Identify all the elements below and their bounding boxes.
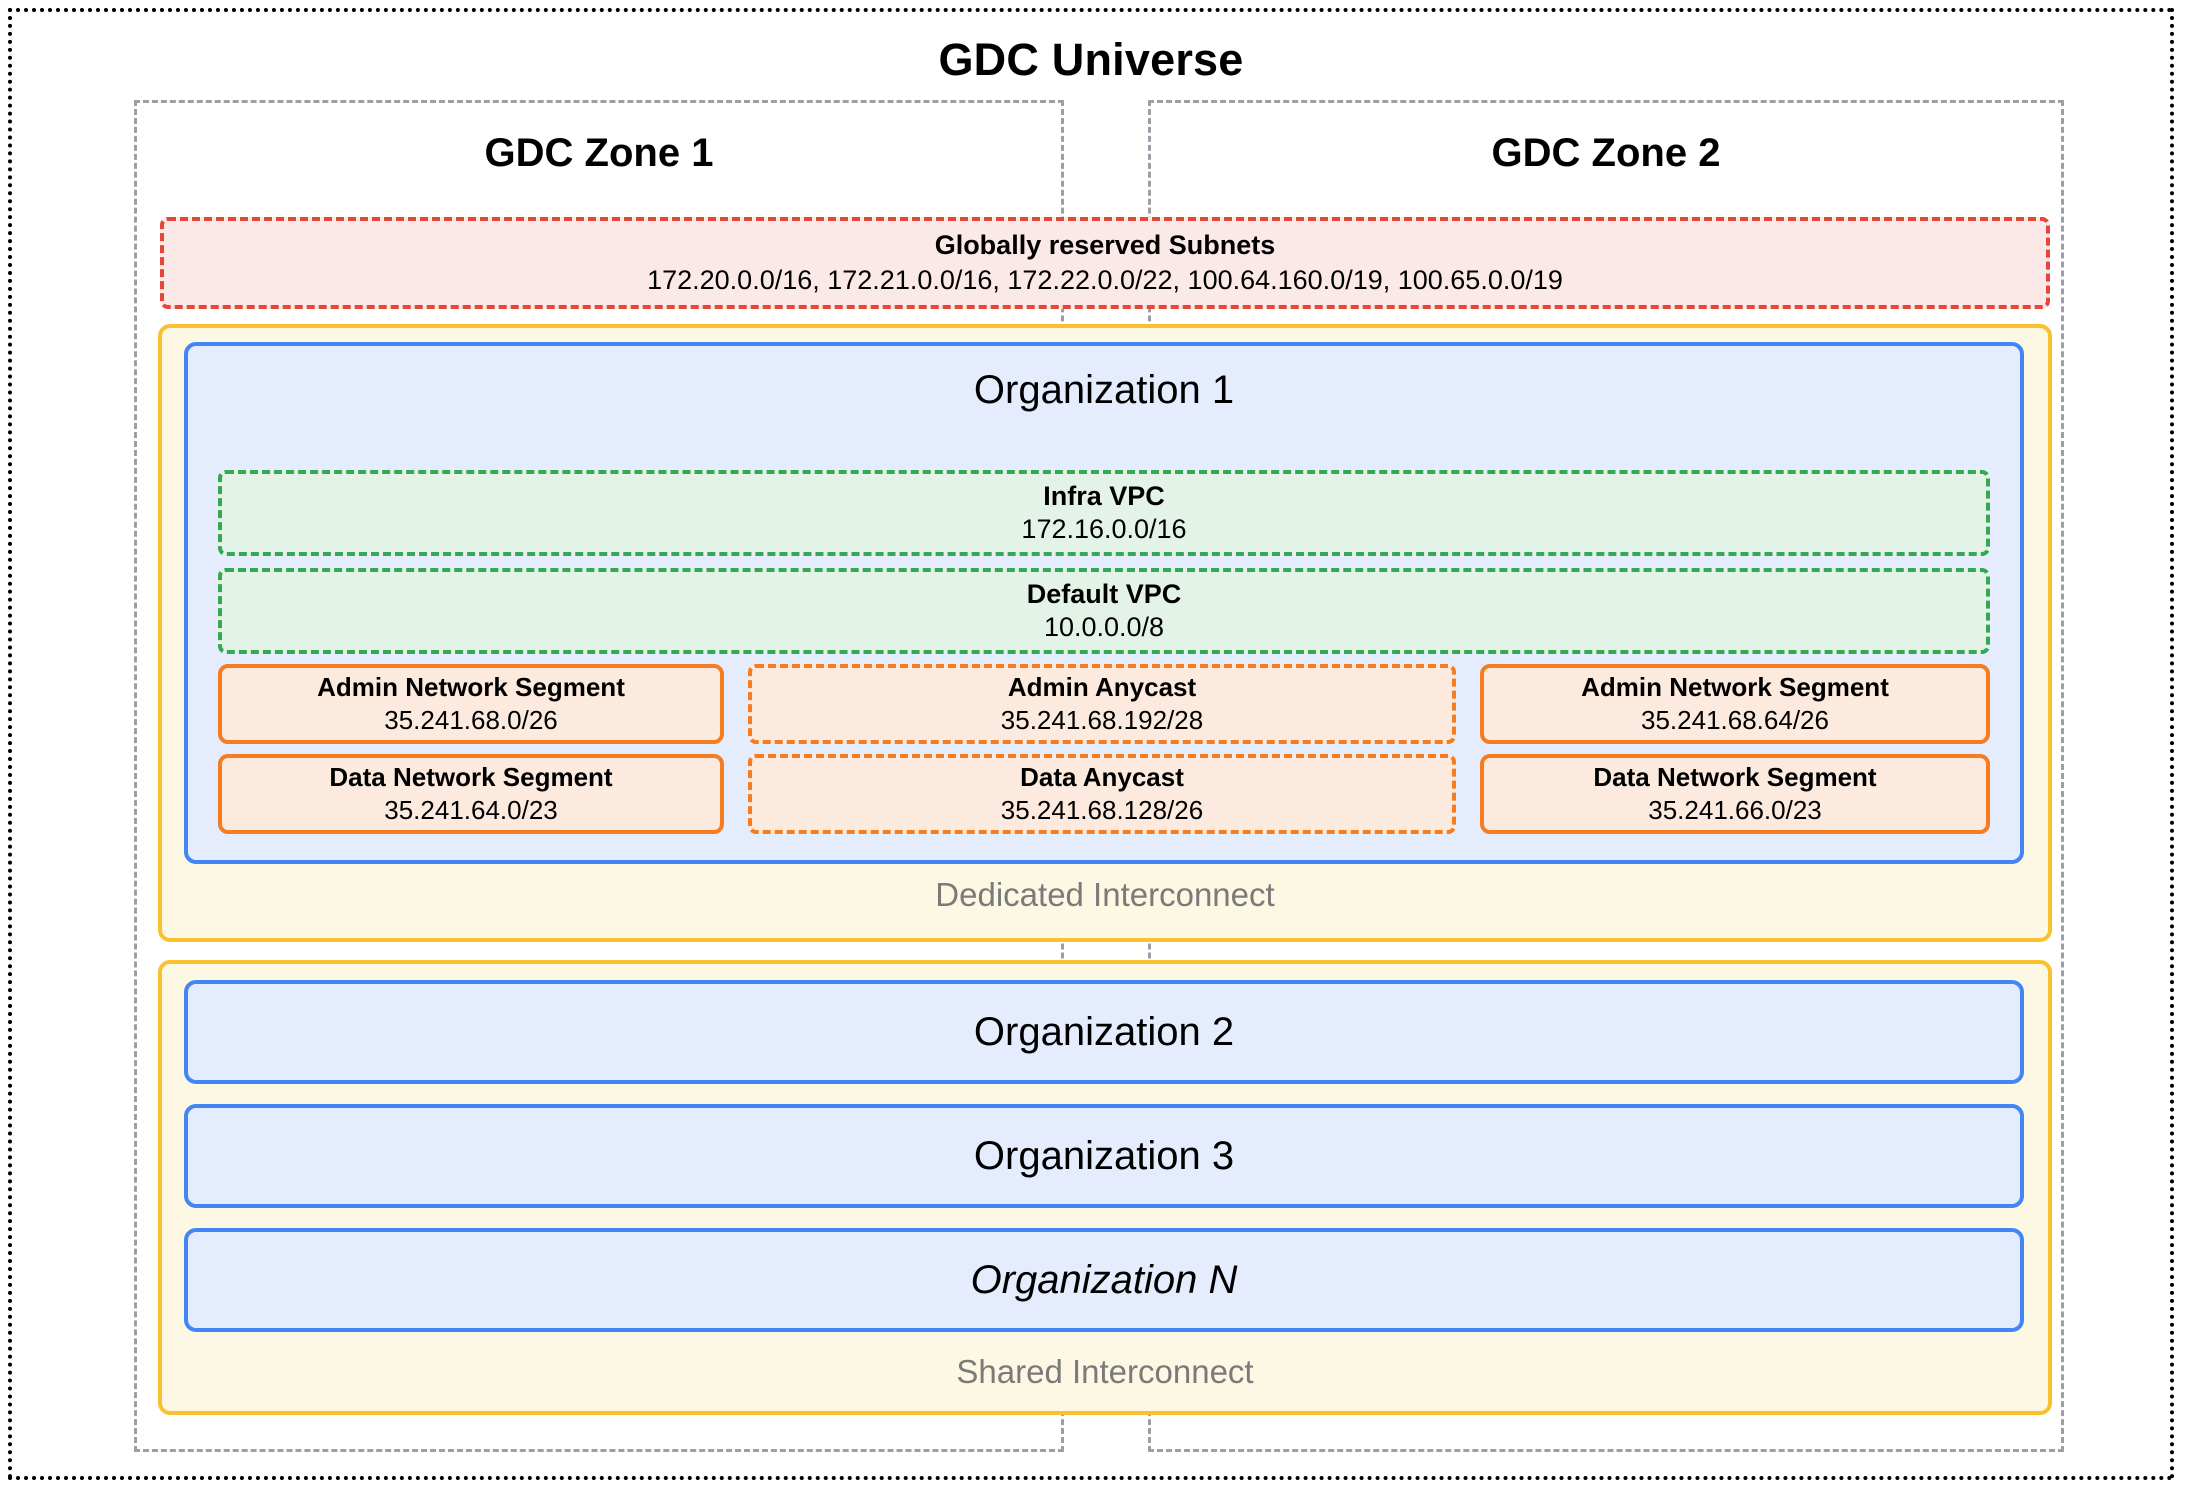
globally-reserved-subnets-box: Globally reserved Subnets 172.20.0.0/16,… bbox=[160, 217, 2050, 309]
data-anycast-title: Data Anycast bbox=[1020, 762, 1184, 792]
page-title: GDC Universe bbox=[938, 34, 1244, 85]
data-network-segment-zone2-cidr: 35.241.66.0/23 bbox=[1648, 795, 1822, 825]
admin-network-segment-zone2-title: Admin Network Segment bbox=[1581, 672, 1889, 702]
default-vpc-cidr: 10.0.0.0/8 bbox=[1043, 612, 1165, 642]
gdc-zone-1-label: GDC Zone 1 bbox=[484, 131, 714, 175]
admin-network-segment-zone1-cidr: 35.241.68.0/26 bbox=[384, 705, 558, 735]
data-anycast-cidr: 35.241.68.128/26 bbox=[1000, 795, 1204, 825]
default-vpc-title: Default VPC bbox=[1026, 579, 1182, 609]
organization-n-title: Organization N bbox=[970, 1257, 1238, 1302]
data-network-segment-zone1-cidr: 35.241.64.0/23 bbox=[384, 795, 558, 825]
globally-reserved-subnets-list: 172.20.0.0/16, 172.21.0.0/16, 172.22.0.0… bbox=[647, 265, 1563, 295]
organization-2-title: Organization 2 bbox=[973, 1009, 1235, 1054]
data-anycast-box: Data Anycast 35.241.68.128/26 bbox=[748, 754, 1456, 834]
data-network-segment-zone2-title: Data Network Segment bbox=[1593, 762, 1877, 792]
admin-network-segment-zone1-box: Admin Network Segment 35.241.68.0/26 bbox=[218, 664, 724, 744]
organization-1-box: Organization 1 Infra VPC 172.16.0.0/16 D… bbox=[184, 342, 2024, 864]
shared-interconnect-container: Organization 2 Organization 3 Organizati… bbox=[158, 960, 2052, 1415]
shared-interconnect-label: Shared Interconnect bbox=[956, 1353, 1254, 1390]
organization-1-title: Organization 1 bbox=[973, 368, 1235, 412]
admin-network-segment-zone1-title: Admin Network Segment bbox=[317, 672, 625, 702]
data-network-segment-zone1-title: Data Network Segment bbox=[329, 762, 613, 792]
gdc-zone-2-label: GDC Zone 2 bbox=[1491, 131, 1721, 175]
infra-vpc-cidr: 172.16.0.0/16 bbox=[1021, 514, 1187, 544]
organization-3-title: Organization 3 bbox=[973, 1133, 1235, 1178]
admin-network-segment-zone2-cidr: 35.241.68.64/26 bbox=[1641, 705, 1829, 735]
organization-n-box: Organization N bbox=[184, 1228, 2024, 1332]
dedicated-interconnect-container: Organization 1 Infra VPC 172.16.0.0/16 D… bbox=[158, 324, 2052, 942]
gdc-universe-container: GDC Universe GDC Zone 1 GDC Zone 2 Globa… bbox=[8, 8, 2174, 1480]
admin-anycast-title: Admin Anycast bbox=[1007, 672, 1197, 702]
admin-network-segment-zone2-box: Admin Network Segment 35.241.68.64/26 bbox=[1480, 664, 1990, 744]
dedicated-interconnect-label: Dedicated Interconnect bbox=[935, 876, 1275, 913]
organization-2-box: Organization 2 bbox=[184, 980, 2024, 1084]
infra-vpc-box: Infra VPC 172.16.0.0/16 bbox=[218, 470, 1990, 556]
admin-anycast-cidr: 35.241.68.192/28 bbox=[1000, 705, 1204, 735]
admin-anycast-box: Admin Anycast 35.241.68.192/28 bbox=[748, 664, 1456, 744]
organization-3-box: Organization 3 bbox=[184, 1104, 2024, 1208]
data-network-segment-zone2-box: Data Network Segment 35.241.66.0/23 bbox=[1480, 754, 1990, 834]
globally-reserved-subnets-title: Globally reserved Subnets bbox=[934, 230, 1276, 260]
data-network-segment-zone1-box: Data Network Segment 35.241.64.0/23 bbox=[218, 754, 724, 834]
infra-vpc-title: Infra VPC bbox=[1043, 481, 1165, 511]
default-vpc-box: Default VPC 10.0.0.0/8 bbox=[218, 568, 1990, 654]
